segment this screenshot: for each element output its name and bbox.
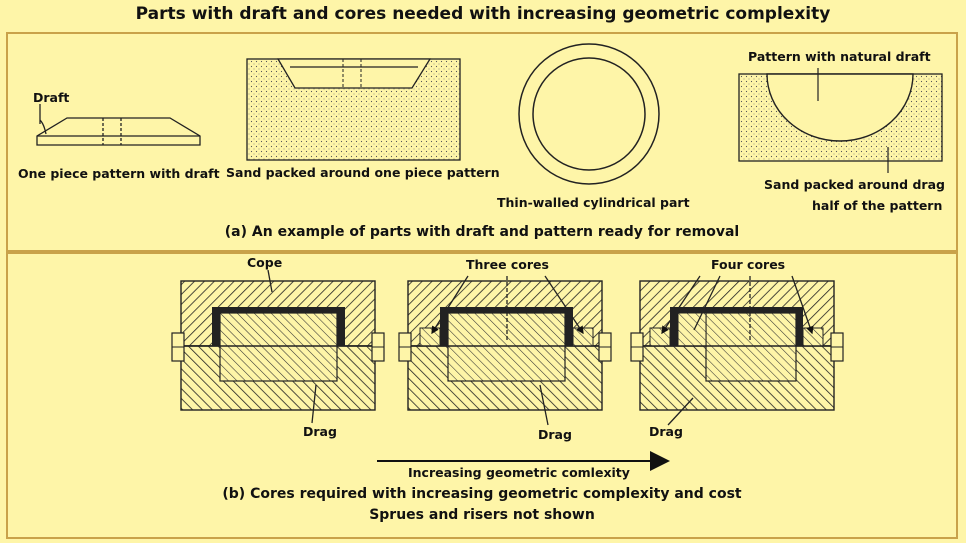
complexity-arrow-label: Increasing geometric comlexity (408, 465, 630, 480)
three-cores-label: Three cores (466, 257, 549, 272)
cope-label: Cope (247, 255, 283, 270)
panel-b-caption-line-2: Sprues and risers not shown (369, 507, 595, 523)
four-cores-label: Four cores (711, 257, 786, 272)
mold-flask-3 (630, 275, 844, 426)
natural-draft-pattern (738, 68, 943, 173)
natural-draft-label: Pattern with natural draft (748, 49, 931, 64)
panel-a-caption: (a) An example of parts with draft and p… (224, 224, 740, 240)
mold-flask-2 (398, 275, 612, 426)
drag-label-2: Drag (538, 427, 572, 442)
one-piece-pattern (36, 104, 201, 146)
thin-walled-cylinder (518, 43, 660, 185)
sand-packed-label: Sand packed around one piece pattern (226, 165, 500, 180)
panel-b (6, 252, 958, 539)
sand-drag-label-line-2: half of the pattern (812, 198, 943, 213)
thin-walled-label: Thin-walled cylindrical part (497, 195, 690, 210)
sand-drag-label-line-1: Sand packed around drag (764, 177, 945, 192)
panel-b-caption-line-1: (b) Cores required with increasing geome… (222, 486, 742, 502)
drag-label-1: Drag (303, 424, 337, 439)
page-title: Parts with draft and cores needed with i… (135, 4, 831, 24)
one-piece-pattern-label: One piece pattern with draft (18, 166, 220, 181)
sand-packed-pattern (246, 58, 461, 161)
mold-flask-1 (171, 269, 385, 424)
draft-label: Draft (33, 90, 70, 105)
panel-a (6, 32, 958, 252)
drag-label-3: Drag (649, 424, 683, 439)
